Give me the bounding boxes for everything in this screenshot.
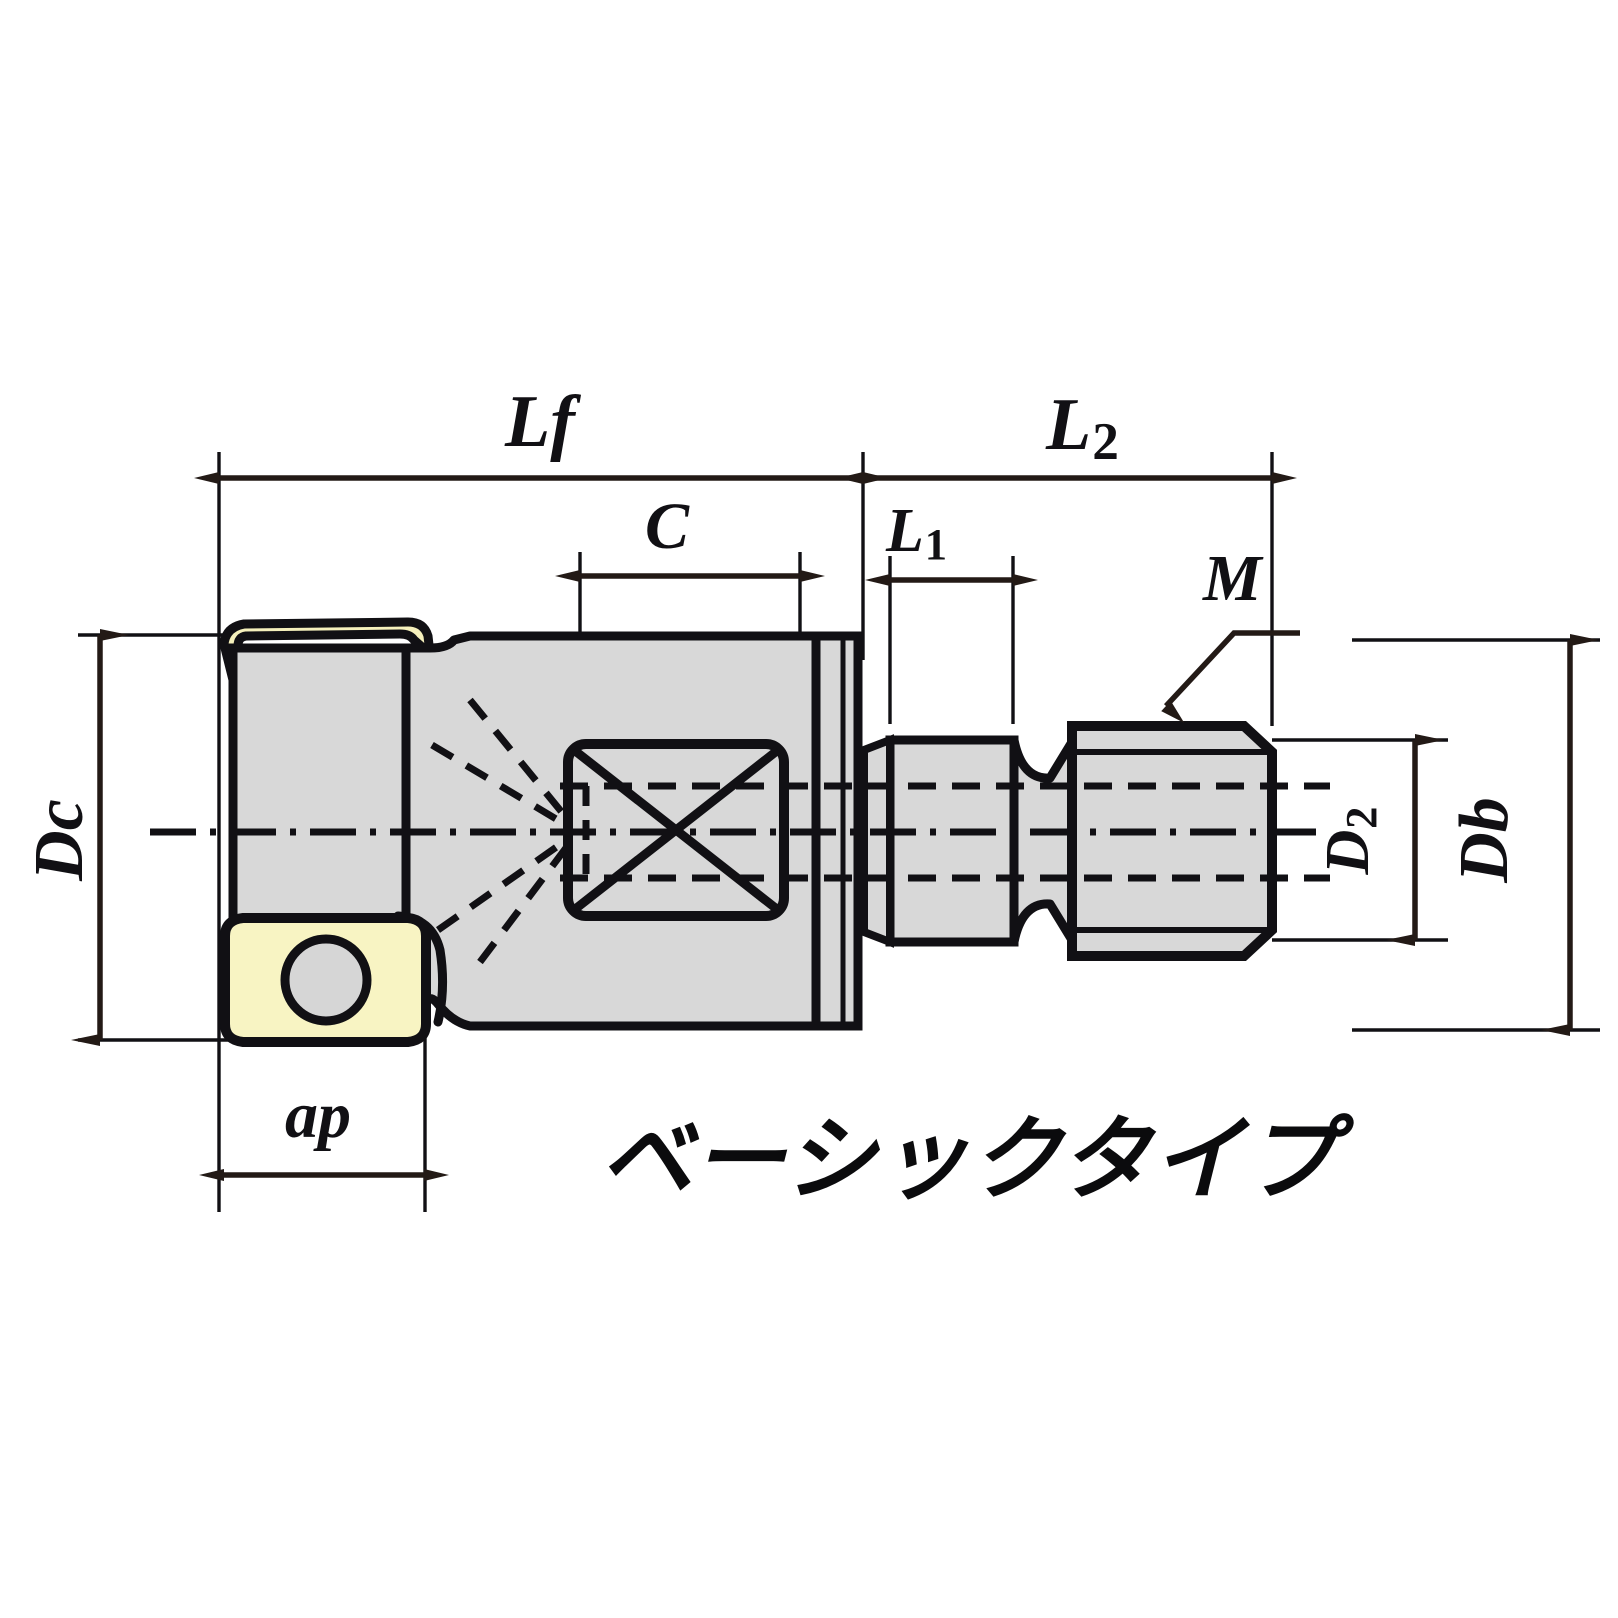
thread-body [1067, 721, 1277, 961]
shank-neck-chamfer [860, 734, 894, 948]
dimension-label-db: Db [1446, 785, 1523, 895]
dimension-label-dc-text: Dc [21, 799, 98, 881]
cutter-head-assembly [219, 617, 863, 1047]
dimension-lines [71, 472, 1599, 1181]
insert-screw-hole [280, 934, 372, 1026]
dimension-label-db-text: Db [1446, 797, 1523, 883]
dimension-label-d2-subscript: 2 [1336, 806, 1387, 829]
dimension-label-ap: ap [285, 1083, 351, 1149]
flange-collar [811, 631, 863, 1031]
dimension-label-lf: Lf [505, 385, 575, 459]
dimension-label-dc: Dc [21, 785, 98, 895]
hidden-construction-lines [430, 697, 581, 965]
center-lines [150, 782, 1330, 882]
dimension-label-c: C [645, 494, 689, 560]
shank-undercut [1009, 735, 1077, 947]
shank-neck [885, 735, 1019, 947]
dimension-label-c-text: C [645, 490, 690, 563]
dimension-label-l1: L1 [886, 497, 947, 566]
callout-label-m-text: M [1203, 542, 1262, 615]
figure-caption: ベーシックタイプ [600, 1106, 1338, 1213]
insert-pocket-arc [393, 911, 448, 1027]
dimension-label-d2: D2 [1314, 786, 1386, 896]
dimension-label-l1-text: L [886, 497, 924, 565]
dimension-label-lf-text: Lf [505, 381, 575, 463]
top-insert-edge [219, 617, 435, 705]
m-callout-leader [1161, 630, 1300, 724]
dimension-label-l2-subscript: 2 [1092, 411, 1119, 471]
dimension-label-l1-subscript: 1 [924, 519, 948, 570]
callout-label-m: M [1203, 546, 1262, 612]
threaded-shank-assembly [860, 721, 1277, 961]
dimension-label-ap-text: ap [285, 1079, 351, 1152]
dimension-label-d2-text: D [1314, 829, 1382, 875]
dimension-label-l2-text: L [1046, 384, 1092, 466]
dimension-label-l2: L2 [1046, 388, 1119, 468]
